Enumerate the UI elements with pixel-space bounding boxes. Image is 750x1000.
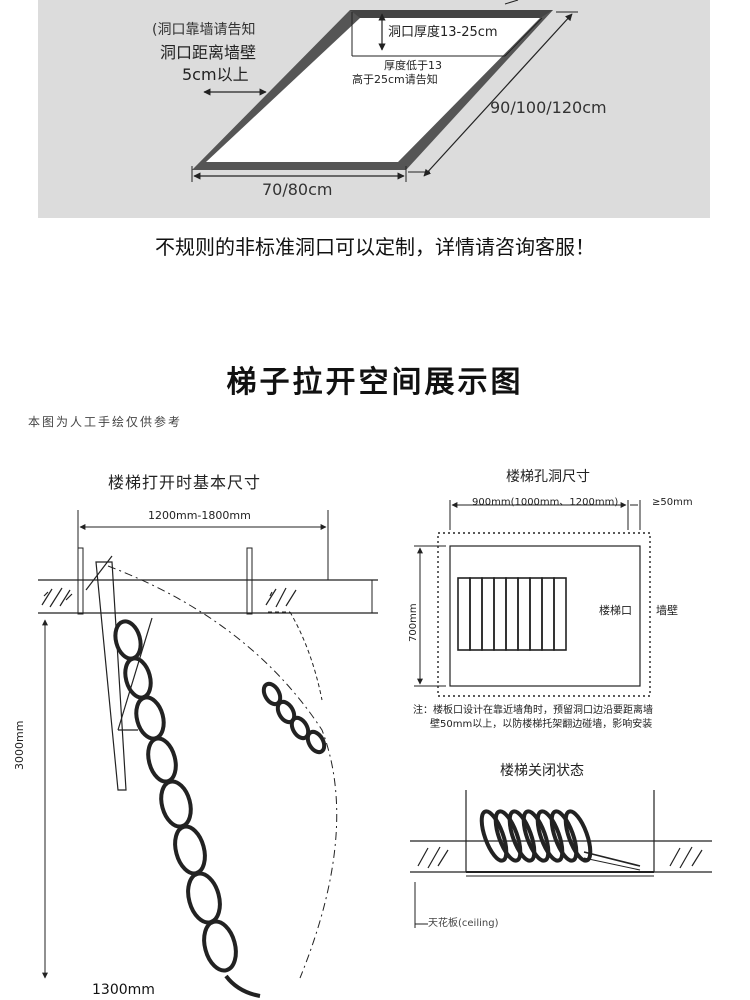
wall-label: 墙壁 bbox=[656, 604, 678, 617]
open-height-label: 3000mm bbox=[13, 720, 26, 770]
opening-label: 楼梯口 bbox=[599, 604, 632, 617]
ladder-closed-drawing bbox=[410, 790, 712, 928]
hole-plan-drawing bbox=[414, 500, 651, 697]
hole-distance-line1: 洞口距离墙壁 bbox=[160, 43, 257, 62]
length-dimension bbox=[408, 11, 578, 177]
thickness-label: 洞口厚度13-25cm bbox=[388, 25, 498, 40]
section-subtitle: 本图为人工手绘仅供参考 bbox=[28, 415, 183, 429]
wall-gap-label: ≥50mm bbox=[652, 497, 693, 508]
open-diagram-title: 楼梯打开时基本尺寸 bbox=[108, 473, 262, 492]
hole-width-options: 900mm(1000mm、1200mm) bbox=[472, 497, 619, 508]
section-title: 梯子拉开空间展示图 bbox=[226, 365, 524, 400]
closed-diagram-title: 楼梯关闭状态 bbox=[500, 763, 584, 779]
ceiling-label: 天花板(ceiling) bbox=[428, 918, 499, 929]
ladder-open-drawing bbox=[38, 510, 378, 998]
hole-diagram-title: 楼梯孔洞尺寸 bbox=[506, 469, 590, 485]
hole-height-label: 700mm bbox=[408, 603, 419, 642]
length-options-label: 90/100/120cm bbox=[490, 98, 607, 117]
hole-note-line2: 壁50mm以上，以防楼梯托架翻边碰墙，影响安装 bbox=[430, 719, 653, 730]
width-options-label: 70/80cm bbox=[262, 180, 333, 199]
corner-arrow bbox=[504, 0, 519, 5]
hole-against-wall-note: (洞口靠墙请告知 bbox=[152, 22, 256, 38]
open-base-label: 1300mm bbox=[92, 982, 155, 998]
hole-note-line1: 注：楼板口设计在靠近墙角时，预留洞口边沿要距离墙 bbox=[413, 705, 653, 716]
hole-distance-line2: 5cm以上 bbox=[182, 65, 249, 84]
width-dimension bbox=[191, 166, 407, 182]
custom-order-note: 不规则的非标准洞口可以定制，详情请咨询客服！ bbox=[155, 235, 595, 259]
thickness-note-line1: 厚度低于13 bbox=[384, 59, 442, 72]
open-width-range: 1200mm-1800mm bbox=[148, 509, 251, 522]
thickness-note-line2: 高于25cm请告知 bbox=[352, 73, 438, 86]
